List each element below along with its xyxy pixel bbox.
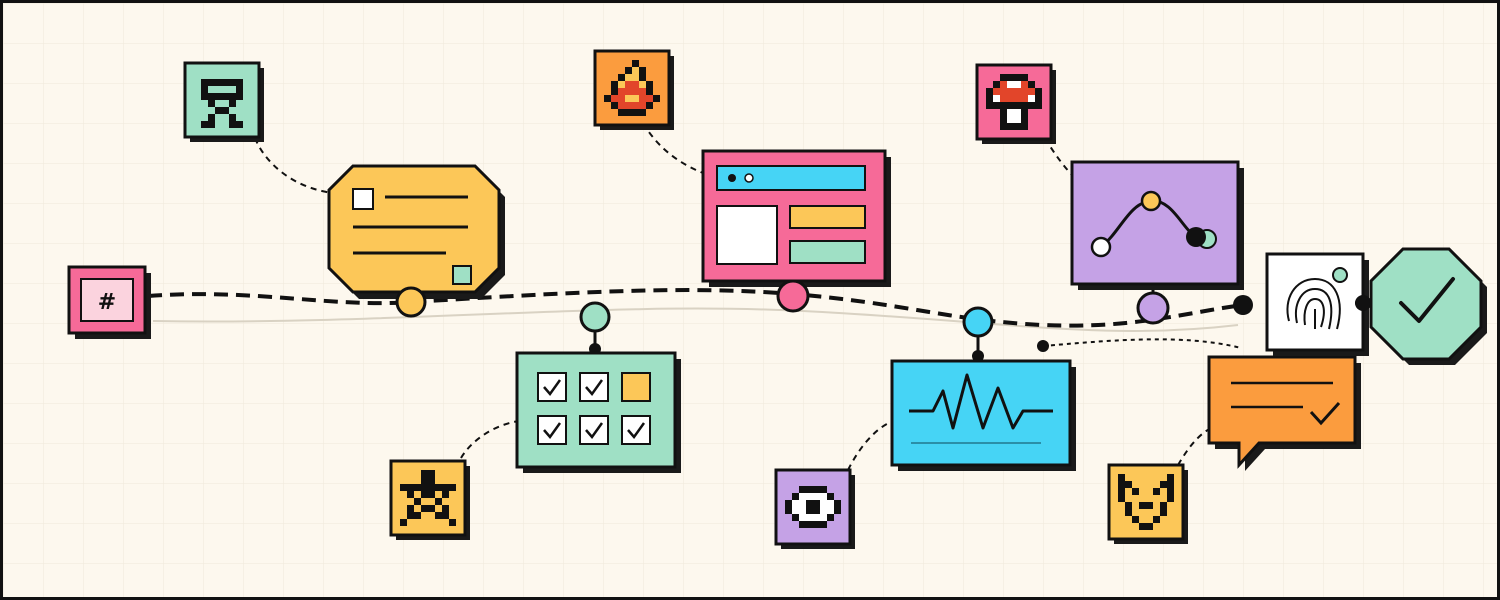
- main-journey-path: [147, 288, 1244, 328]
- browser-window-card[interactable]: [701, 149, 891, 287]
- fingerprint-card[interactable]: [1265, 252, 1369, 356]
- node-checklist[interactable]: [579, 301, 611, 333]
- checklist-grid-card[interactable]: [515, 351, 681, 473]
- browser-content-block: [789, 205, 866, 229]
- node-end[interactable]: [1233, 295, 1253, 315]
- checklist-checks: [543, 379, 646, 440]
- trophy-pixel-icon: [183, 61, 264, 142]
- document-checkbox: [352, 188, 374, 210]
- document-text-lines: [353, 195, 468, 255]
- start-tag: #: [67, 265, 151, 339]
- graph-point: [1090, 236, 1112, 258]
- secondary-path: [152, 307, 1239, 332]
- eye-pixel-icon: [774, 468, 855, 549]
- dotted-branch-dot: [1037, 340, 1049, 352]
- fire-pixel-icon: [593, 49, 674, 130]
- start-tag-label: #: [98, 290, 116, 315]
- node-graph[interactable]: [1136, 291, 1170, 325]
- fingerprint-icon: [1286, 277, 1341, 330]
- completion-check-badge[interactable]: [1369, 247, 1487, 365]
- graph-point: [1186, 227, 1206, 247]
- curve-graph-card[interactable]: [1070, 160, 1244, 290]
- node-document[interactable]: [395, 286, 427, 318]
- dotted-branch-path: [1042, 338, 1242, 349]
- node-browser[interactable]: [776, 279, 810, 313]
- graph-point: [1140, 190, 1162, 212]
- browser-image-block: [716, 205, 778, 265]
- chat-check-icon: [1309, 401, 1341, 426]
- document-card[interactable]: [327, 164, 505, 299]
- waveform-monitor-card[interactable]: [890, 359, 1076, 471]
- node-waveform[interactable]: [962, 306, 994, 338]
- badge-connector-dot: [1355, 295, 1371, 311]
- mushroom-pixel-icon: [975, 63, 1056, 144]
- browser-address-bar: [716, 165, 866, 191]
- fox-pixel-icon: [1107, 463, 1188, 544]
- chat-bubble-card[interactable]: [1207, 355, 1361, 471]
- diagram-canvas: #: [3, 3, 1497, 597]
- chat-text-lines: [1231, 381, 1333, 409]
- waveform-line: [909, 373, 1053, 430]
- document-stamp: [452, 265, 472, 285]
- browser-content-block: [789, 240, 866, 264]
- checklist-cells: [537, 372, 651, 445]
- node-stem-dot: [972, 350, 984, 362]
- check-mark-icon: [1399, 277, 1455, 323]
- star-pixel-icon: [389, 459, 470, 540]
